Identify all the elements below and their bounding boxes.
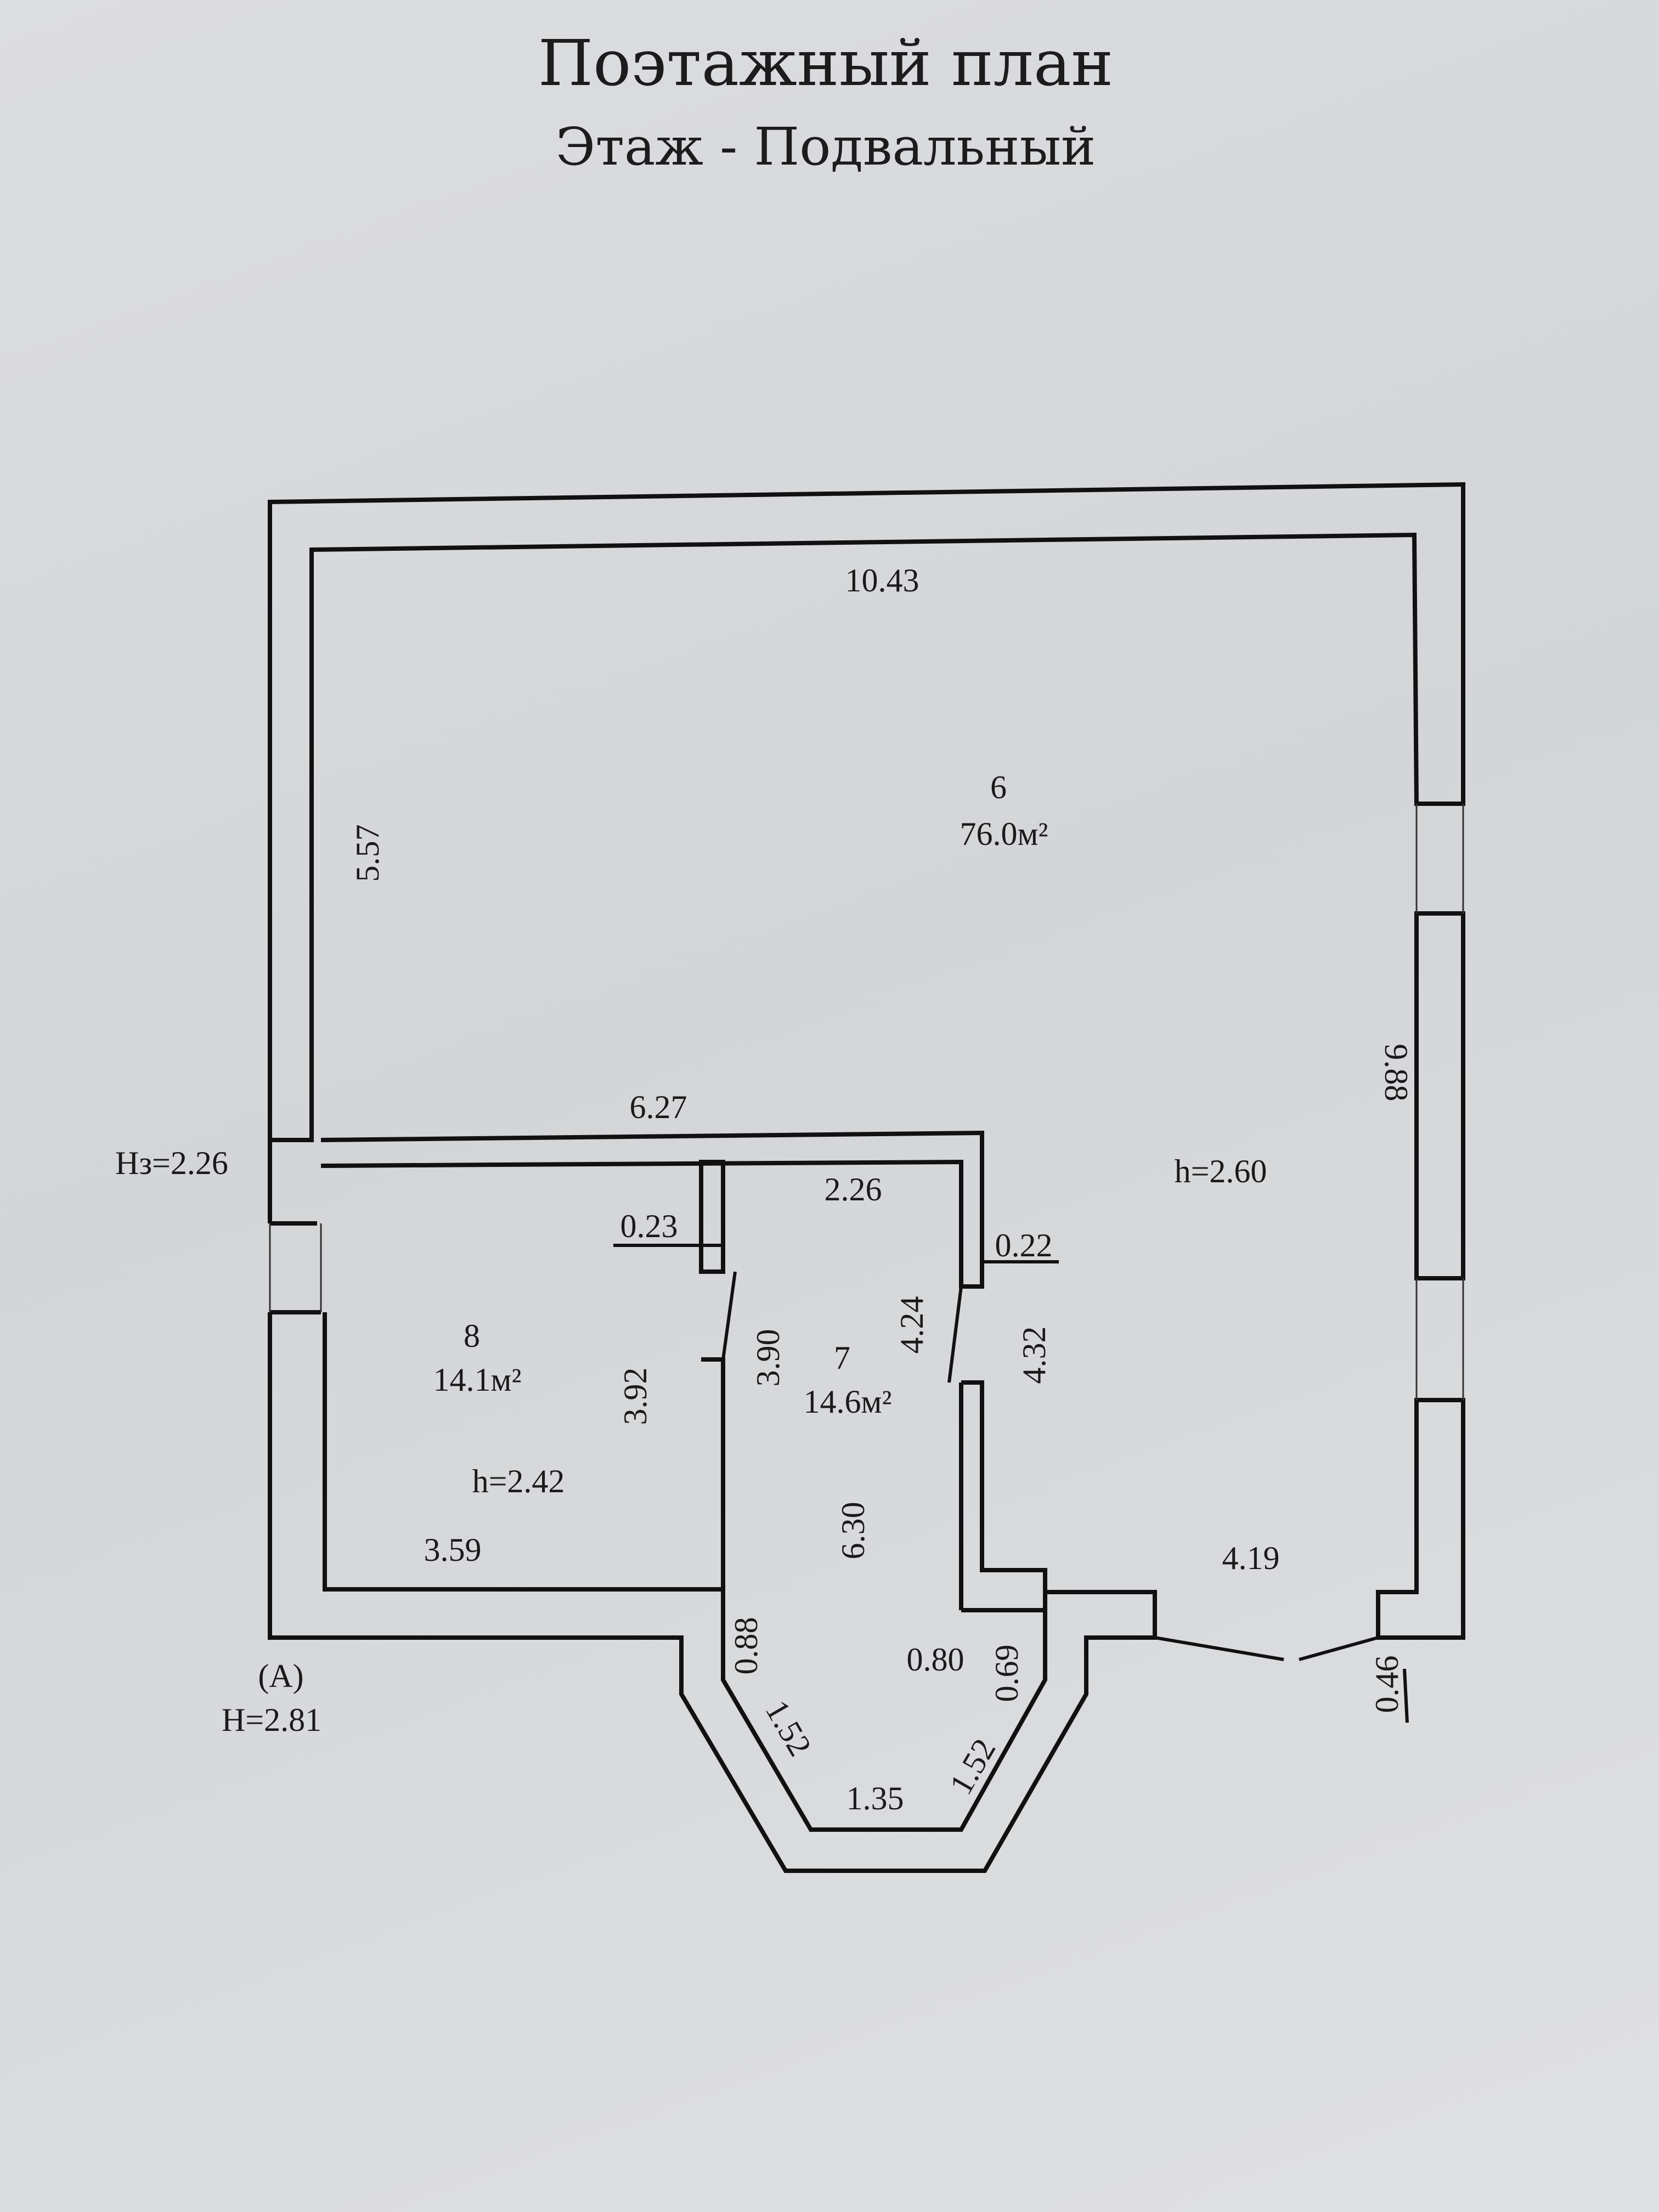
- dim-right: 9.88: [1378, 1044, 1414, 1102]
- room-7: 7 14.6м²: [804, 1340, 892, 1420]
- room-7-area: 14.6м²: [804, 1384, 892, 1420]
- dim-bay-right-side: 0.69: [989, 1645, 1025, 1702]
- dim-left-upper: 5.57: [349, 825, 386, 882]
- dim-room8-bottom: 3.59: [424, 1532, 482, 1568]
- dim-bay-left: 0.88: [728, 1617, 764, 1675]
- room-8-height: h=2.42: [472, 1463, 565, 1499]
- room-6-height: h=2.60: [1175, 1153, 1267, 1189]
- room-6-area: 76.0м²: [960, 816, 1048, 852]
- dim-room7-left: 3.90: [750, 1329, 786, 1387]
- outer-walls: [268, 482, 1465, 1873]
- room-6: 6 76.0м² h=2.60: [960, 769, 1267, 1189]
- dim-top: 10.43: [845, 562, 919, 599]
- room-8-area: 14.1м²: [433, 1362, 522, 1398]
- dim-corner-right: 0.46: [1369, 1656, 1405, 1713]
- room-8-number: 8: [464, 1318, 480, 1354]
- dim-room7-length: 6.30: [835, 1502, 871, 1560]
- dim-room8-right: 3.92: [617, 1368, 653, 1425]
- dim-right-of-room7: 4.32: [1016, 1327, 1052, 1384]
- dim-wall-023: 0.23: [620, 1208, 678, 1244]
- room-7-number: 7: [834, 1340, 850, 1376]
- dim-bay-bottom: 1.35: [847, 1780, 904, 1816]
- dim-room7-right: 4.24: [894, 1296, 930, 1354]
- dimension-labels: 10.43 5.57 9.88 6.27 2.26 0.23 0.22 3.90…: [349, 562, 1414, 1816]
- note-a-label: (А): [258, 1658, 303, 1694]
- dim-wall-022: 0.22: [995, 1227, 1053, 1263]
- plan-title: Поэтажный план: [538, 27, 1113, 100]
- dim-bay-right-width: 0.80: [907, 1641, 964, 1678]
- plan-notes: Нз=2.26 (А) Н=2.81: [115, 1145, 321, 1738]
- note-hz: Нз=2.26: [115, 1145, 228, 1181]
- dim-bay-diag-right: 1.52: [943, 1733, 1003, 1801]
- room-6-number: 6: [990, 769, 1007, 805]
- dim-room7-top: 2.26: [825, 1171, 882, 1207]
- plan-subtitle: Этаж - Подвальный: [556, 117, 1096, 177]
- dim-partition-top: 6.27: [630, 1089, 687, 1125]
- note-h-total: Н=2.81: [222, 1702, 321, 1738]
- dim-bottom-right: 4.19: [1222, 1540, 1280, 1576]
- room-8: 8 14.1м² h=2.42: [433, 1318, 565, 1499]
- dim-line-046: [1403, 1668, 1409, 1723]
- interior-walls: [320, 1130, 1047, 1832]
